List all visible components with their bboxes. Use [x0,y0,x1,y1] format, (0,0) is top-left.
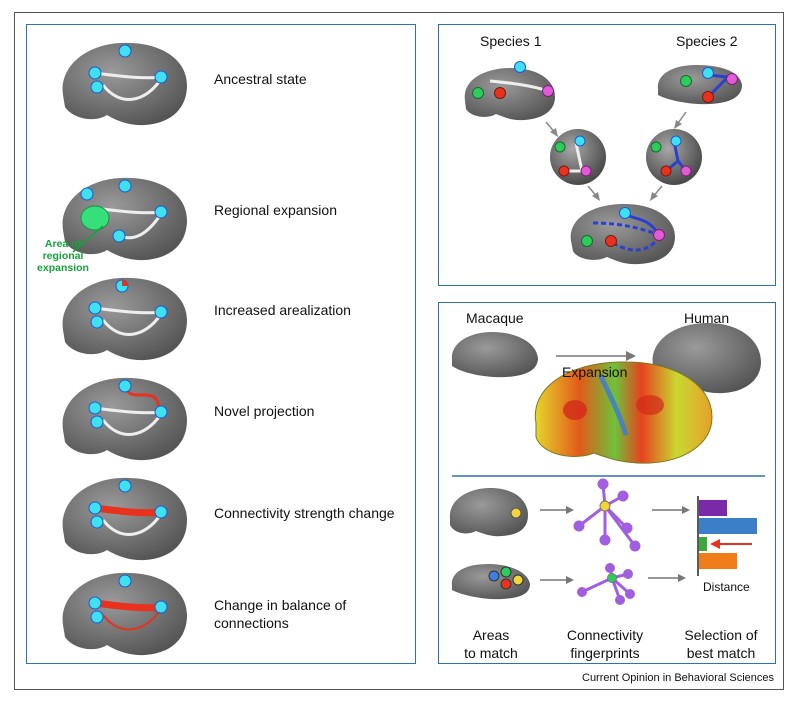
label-connectivity-fingerprints: Connectivity fingerprints [552,626,658,662]
fingerprints-line-2: fingerprints [570,645,640,661]
selection-line-2: best match [686,645,756,661]
figure-frame [14,12,784,690]
annotation-line-3: expansion [37,262,89,274]
bar-green [699,537,707,551]
label-distance: Distance [703,580,750,594]
fingerprint-macaque [577,563,635,605]
bar-purple [699,500,727,516]
expansion-panel [438,302,776,664]
label-expansion: Expansion [562,364,628,380]
brain-macaque [451,332,538,378]
brain-connectivity-strength [62,477,187,561]
brain-expansion-heatmap [534,361,713,464]
label-human: Human [684,310,730,326]
annotation-line-2: regional [42,250,84,262]
fingerprints-line-1: Connectivity [566,627,644,643]
brain-areas-human [449,487,528,537]
left-panel [26,24,416,664]
areas-line-2: to match [464,645,518,661]
annotation-line-1: Area of [44,238,82,250]
label-areas-to-match: Areas to match [452,626,530,662]
brain-regional-expansion [62,177,187,261]
brain-novel-projection [62,377,187,461]
label-ancestral-state: Ancestral state [214,71,307,87]
label-regional-expansion: Regional expansion [214,202,337,218]
journal-footer: Current Opinion in Behavioral Sciences [582,672,774,684]
label-species-2: Species 2 [676,33,738,49]
label-connectivity-strength: Connectivity strength change [214,505,395,521]
label-species-1: Species 1 [480,33,542,49]
label-balance-change: Change in balance of connections [214,597,347,631]
brain-species2 [657,65,742,105]
label-increased-arealization: Increased arealization [214,302,351,318]
brain-merged [570,203,675,265]
areas-line-1: Areas [472,627,510,643]
label-selection-best-match: Selection of best match [672,626,770,662]
bar-blue [699,518,757,534]
bar-orange [699,553,737,569]
sphere-species2 [646,129,702,185]
sphere-species1 [550,129,606,185]
label-novel-projection: Novel projection [214,403,315,419]
brain-balance-change [62,572,187,656]
selection-line-1: Selection of [684,627,758,643]
brain-species1 [464,61,555,121]
brain-increased-arealization [62,277,187,361]
label-macaque: Macaque [466,310,524,326]
label-area-of-regional-expansion: Area of regional expansion [34,238,92,274]
species-panel [438,24,776,286]
brain-ancestral [62,42,187,126]
fingerprint-human [573,478,641,552]
distance-chart [697,496,757,576]
brain-areas-macaque [451,564,530,600]
